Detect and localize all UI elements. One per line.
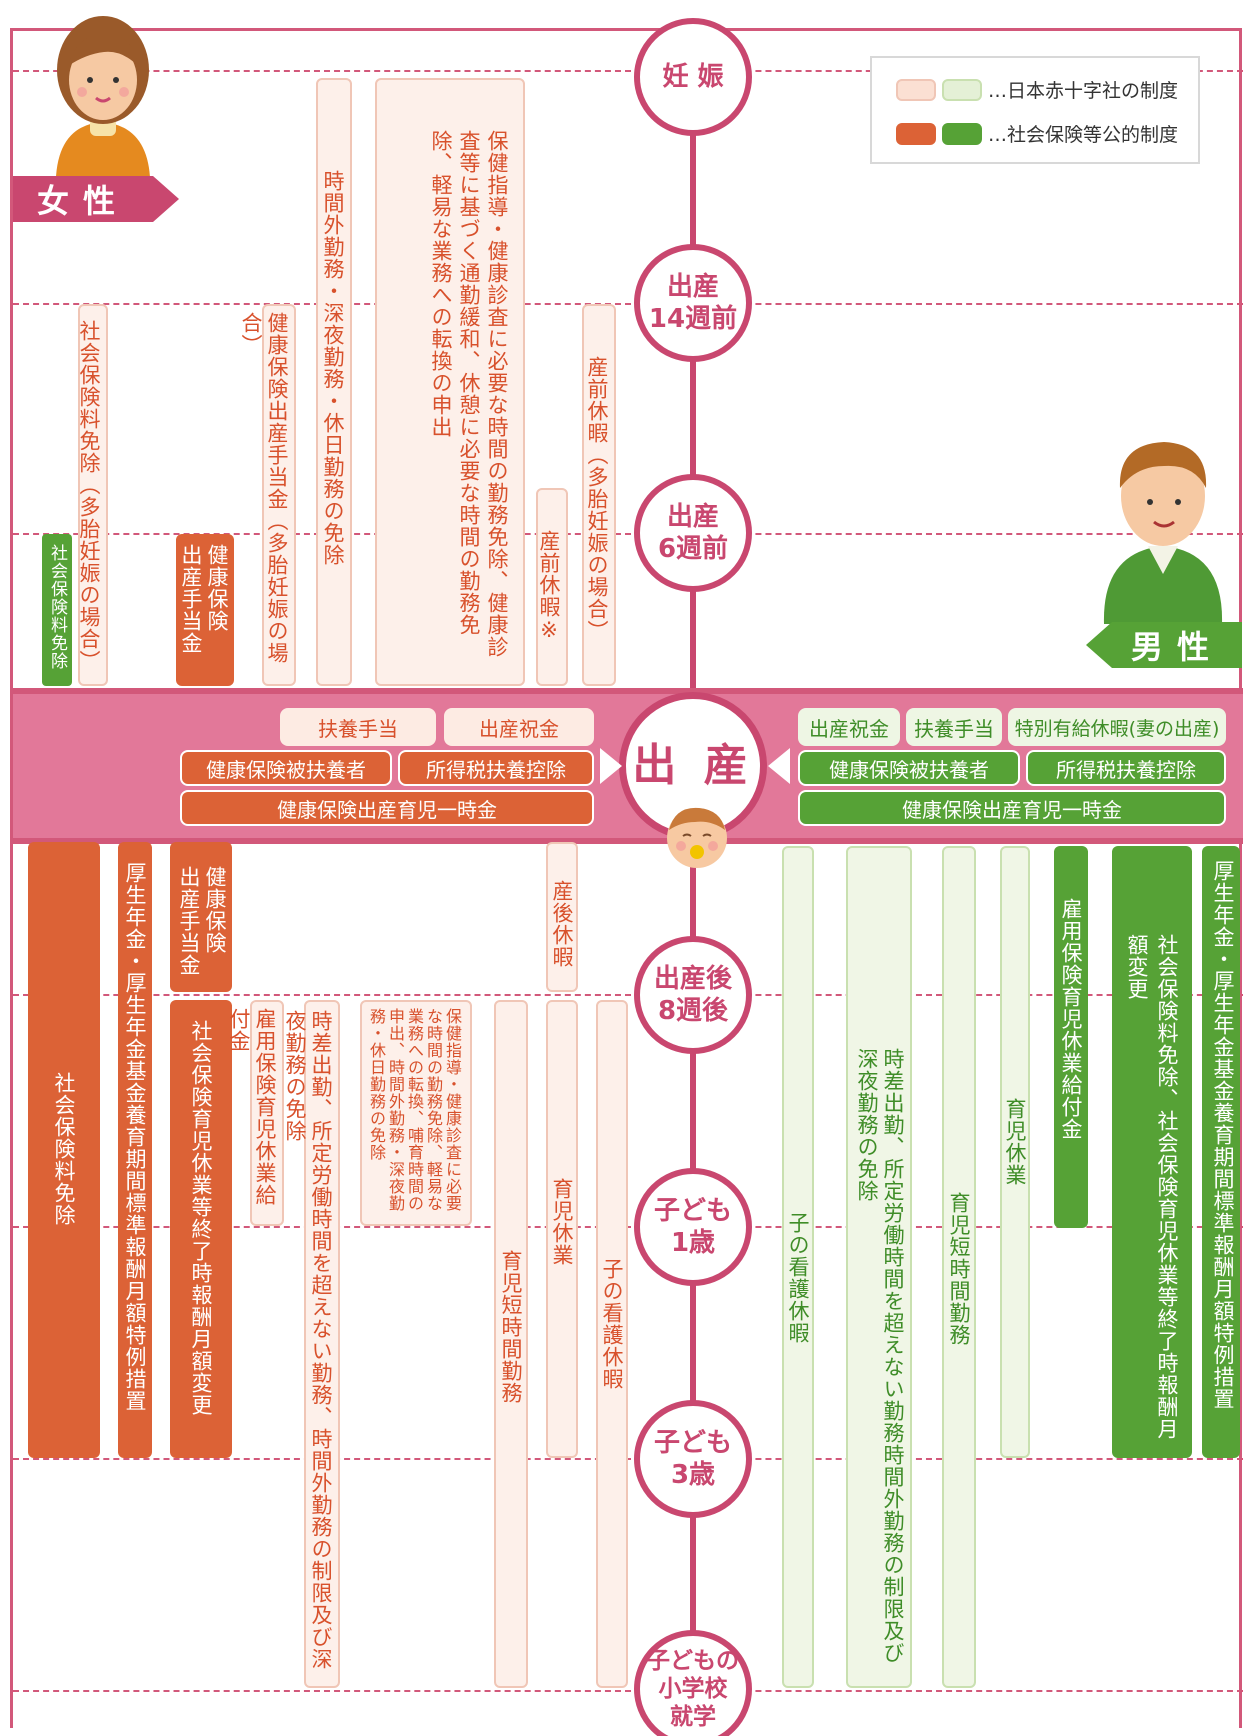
legend-rc: …日本赤十字社の制度 xyxy=(896,76,1178,103)
legend: …日本赤十字社の制度 …社会保険等公的制度 xyxy=(870,56,1200,164)
male-post-childcare-leave: 育児休業 xyxy=(1000,846,1030,1458)
male-avatar xyxy=(1103,442,1223,624)
male-post-short-hours: 育児短時間勤務 xyxy=(942,846,976,1688)
female-lump-sum: 健康保険出産育児一時金 xyxy=(180,790,594,826)
female-pre-hi-allowance-multi: 健康保険出産手当金（多胎妊娠の場合） xyxy=(239,304,296,686)
male-post-emp-benefit: 雇用保険育児休業給付金 xyxy=(1054,846,1088,1228)
female-post-pension-special: 厚生年金・厚生年金基金養育期間標準報酬月額特例措置 xyxy=(118,842,152,1458)
female-pre-prenatal-leave-multi: 産前休暇（多胎妊娠の場合） xyxy=(582,304,616,686)
legend-public: …社会保険等公的制度 xyxy=(896,120,1178,147)
female-avatar xyxy=(55,16,151,196)
male-tag: 男性 xyxy=(1112,622,1242,668)
line-pregnancy xyxy=(13,70,1243,72)
female-post-hi-allowance: 健康保険 出産手当金 xyxy=(170,842,232,992)
female-pre-ins-exempt: 社会保険料免除 xyxy=(42,534,72,686)
node-8wk-after: 出産後 8週後 xyxy=(634,936,752,1054)
male-hi-dependent: 健康保険被扶養者 xyxy=(798,750,1020,786)
male-post-pension-special: 厚生年金・厚生年金基金養育期間標準報酬月額特例措置 xyxy=(1202,846,1240,1458)
female-tag: 女性 xyxy=(13,176,153,222)
timeline-axis xyxy=(690,70,696,1710)
node-age1: 子ども 1歳 xyxy=(634,1168,752,1286)
female-post-childcare-leave: 育児休業 xyxy=(546,1000,578,1458)
legend-public-green-swatch xyxy=(942,122,982,145)
male-post-sick-child-leave: 子の看護休暇 xyxy=(782,846,814,1688)
node-school: 子どもの 小学校 就学 xyxy=(634,1630,752,1736)
male-lump-sum: 健康保険出産育児一時金 xyxy=(798,790,1226,826)
legend-public-orange-swatch xyxy=(896,122,936,145)
legend-public-label: …社会保険等公的制度 xyxy=(988,124,1179,146)
node-birth: 出 産 xyxy=(619,692,767,840)
female-tag-arrow xyxy=(153,176,179,222)
line-age1 xyxy=(13,1226,1243,1228)
diagram-frame xyxy=(10,28,1242,1728)
female-pre-ins-exempt-multi: 社会保険料免除（多胎妊娠の場合） xyxy=(77,304,108,686)
male-tax-deduction: 所得税扶養控除 xyxy=(1026,750,1226,786)
line-14wk xyxy=(13,303,1243,305)
birth-band-bottom-stripe xyxy=(13,838,1243,844)
male-celebration-money: 出産祝金 xyxy=(798,708,900,746)
female-pre-overtime-exempt: 時間外勤務・深夜勤務・休日勤務の免除 xyxy=(316,78,352,686)
female-celebration-money: 出産祝金 xyxy=(444,708,594,746)
male-post-ins-exempt-change: 社会保険料免除、社会保険育児休業等終了時報酬月額変更 xyxy=(1112,846,1192,1458)
female-post-short-hours: 育児短時間勤務 xyxy=(494,1000,528,1688)
birth-band-top-stripe xyxy=(13,688,1243,694)
female-post-health-guidance: 保健指導・健康診査に必要な時間の勤務免除、軽易な業務への転換、哺育時間の申出、時… xyxy=(360,1000,472,1226)
male-tag-arrow xyxy=(1086,622,1112,668)
female-tax-deduction: 所得税扶養控除 xyxy=(398,750,594,786)
line-6wk xyxy=(13,533,1243,535)
male-post-staggered-work: 時差出勤、所定労働時間を超えない勤務時間外勤務の制限及び深夜勤務の免除 xyxy=(846,846,912,1688)
female-post-emp-benefit: 雇用保険育児休業給付金 xyxy=(227,1000,284,1226)
female-dependent-allowance: 扶養手当 xyxy=(280,708,436,746)
node-pregnancy: 妊 娠 xyxy=(634,18,752,136)
line-age3 xyxy=(13,1458,1243,1460)
legend-rc-orange-swatch xyxy=(896,78,936,101)
node-6wk: 出産 6週前 xyxy=(634,474,752,592)
female-pre-hi-allowance: 健康保険 出産手当金 xyxy=(176,534,234,686)
legend-rc-green-swatch xyxy=(942,78,982,101)
female-post-ins-exempt: 社会保険料免除 xyxy=(28,842,100,1458)
node-14wk: 出産 14週前 xyxy=(634,244,752,362)
node-age3: 子ども 3歳 xyxy=(634,1400,752,1518)
female-pre-prenatal-leave: 産前休暇※ xyxy=(536,488,568,686)
female-post-staggered-work: 時差出勤、所定労働時間を超えない勤務、時間外勤務の制限及び深夜勤務の免除 xyxy=(283,1000,340,1688)
arrow-right-to-birth xyxy=(600,748,622,784)
baby-icon xyxy=(667,807,727,868)
female-post-postnatal-leave: 産後休暇 xyxy=(546,842,578,992)
female-pre-health-guidance: 保健指導・健康診査に必要な時間の勤務免除、健康診査等に基づく通勤緩和、休憩に必要… xyxy=(375,78,525,686)
female-hi-dependent: 健康保険被扶養者 xyxy=(180,750,392,786)
legend-rc-label: …日本赤十字社の制度 xyxy=(988,80,1179,102)
line-8wk-after xyxy=(13,994,1243,996)
female-post-ins-childcare-change: 社会保険育児休業等終了時報酬月額変更 xyxy=(170,1000,232,1458)
male-dependent-allowance: 扶養手当 xyxy=(906,708,1002,746)
male-special-leave: 特別有給休暇(妻の出産) xyxy=(1008,708,1226,746)
line-school xyxy=(13,1690,1243,1692)
female-post-sick-child-leave: 子の看護休暇 xyxy=(596,1000,628,1688)
arrow-left-to-birth xyxy=(768,748,790,784)
